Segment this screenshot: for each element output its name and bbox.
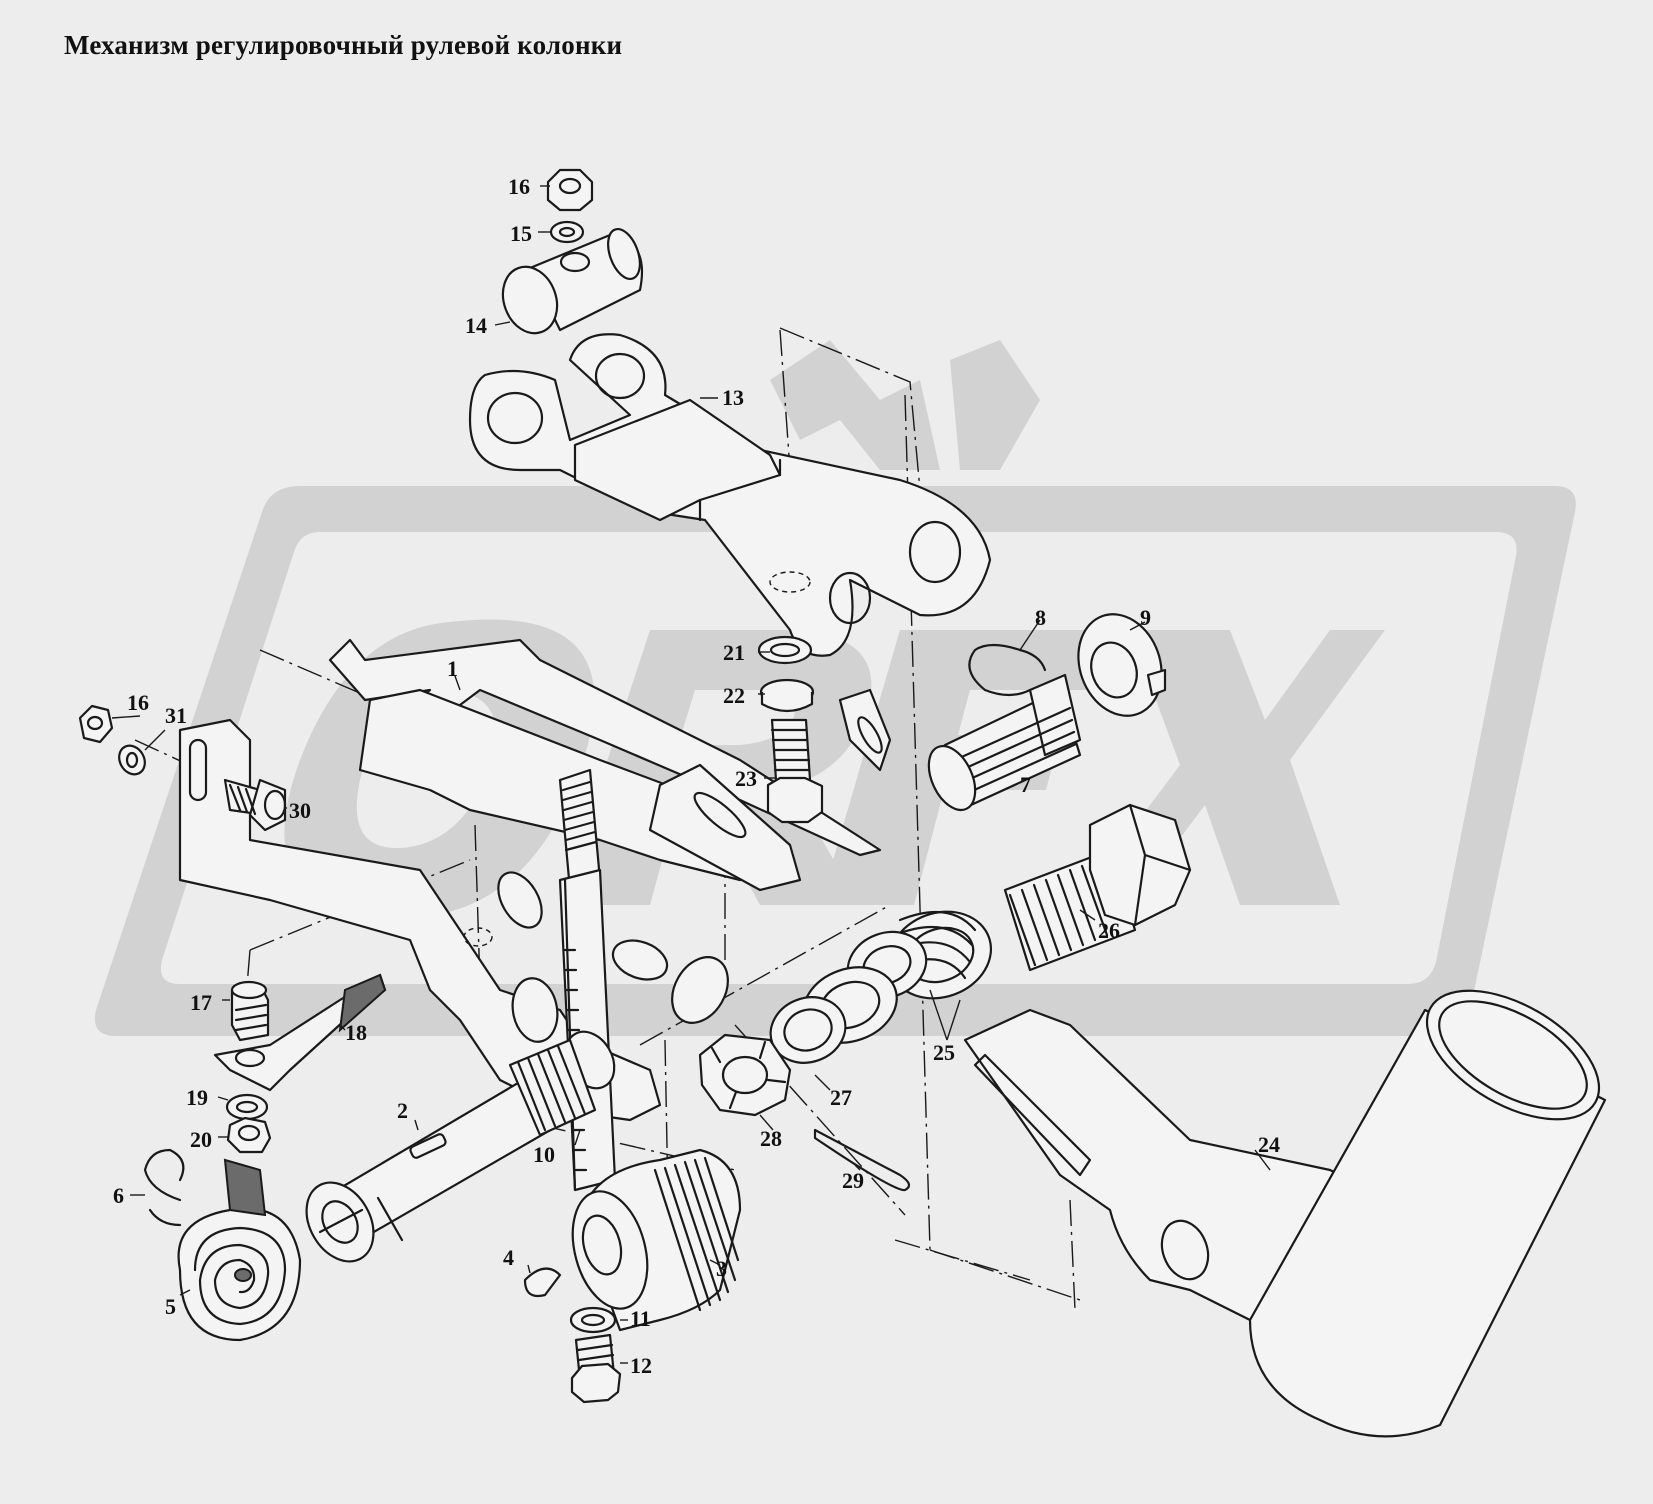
callout-2: 2 xyxy=(397,1098,408,1123)
callout-24: 24 xyxy=(1258,1132,1280,1157)
part-22-bushing[interactable] xyxy=(759,678,815,713)
callout-28: 28 xyxy=(760,1126,782,1151)
part-21-washer[interactable] xyxy=(757,635,813,665)
part-17-bolt[interactable] xyxy=(230,980,270,1042)
callout-21: 21 xyxy=(723,640,745,665)
callout-19: 19 xyxy=(186,1085,208,1110)
callout-3: 3 xyxy=(716,1256,727,1281)
diagram-title: Механизм регулировочный рулевой колонки xyxy=(64,30,623,60)
part-14-pin[interactable] xyxy=(494,225,646,341)
callout-20: 20 xyxy=(190,1127,212,1152)
part-6-circlip[interactable] xyxy=(143,1148,185,1227)
callout-11: 11 xyxy=(630,1306,651,1331)
callout-26: 26 xyxy=(1098,918,1120,943)
part-26-big-bolt[interactable] xyxy=(1003,803,1192,972)
callout-10: 10 xyxy=(533,1142,555,1167)
part-30-bolt[interactable] xyxy=(223,778,287,832)
callout-27: 27 xyxy=(830,1085,852,1110)
part-15-washer[interactable] xyxy=(549,220,585,244)
callout-labels: 16 15 14 13 1 21 22 23 8 9 26 25 27 28 2… xyxy=(113,174,1280,1378)
part-9-lock-washer[interactable] xyxy=(1065,602,1176,727)
callout-31: 31 xyxy=(165,703,187,728)
part-20-nut[interactable] xyxy=(226,1116,272,1154)
callout-9: 9 xyxy=(1140,605,1151,630)
part-23-bolt[interactable] xyxy=(766,718,824,824)
part-11-washer[interactable] xyxy=(569,1306,617,1334)
part-2-shaft[interactable] xyxy=(293,1038,597,1273)
part-16-nut-left[interactable] xyxy=(78,704,114,744)
part-24-column-tube[interactable] xyxy=(963,964,1620,1438)
part-18-clamp[interactable] xyxy=(213,973,387,1092)
part-4-key[interactable] xyxy=(523,1267,562,1298)
callout-16-left: 16 xyxy=(127,690,149,715)
callout-12: 12 xyxy=(630,1353,652,1378)
callout-15: 15 xyxy=(510,221,532,246)
callout-8: 8 xyxy=(1035,605,1046,630)
slotted-arm[interactable] xyxy=(648,688,892,892)
callout-6: 6 xyxy=(113,1183,124,1208)
part-13-bracket[interactable] xyxy=(468,333,992,657)
callout-23: 23 xyxy=(735,766,757,791)
callout-16-top: 16 xyxy=(508,174,530,199)
callout-22: 22 xyxy=(723,683,745,708)
part-31-washer-left[interactable] xyxy=(114,741,150,779)
callout-1: 1 xyxy=(447,656,458,681)
callout-18: 18 xyxy=(345,1020,367,1045)
callout-30: 30 xyxy=(289,798,311,823)
part-3-sleeve[interactable] xyxy=(561,1148,742,1332)
part-7-splined-shaft[interactable] xyxy=(920,673,1082,817)
callout-14: 14 xyxy=(465,313,487,338)
callout-25: 25 xyxy=(933,1040,955,1065)
watermark-logo xyxy=(94,340,1576,1036)
part-16-nut-top[interactable] xyxy=(546,168,594,212)
callout-17: 17 xyxy=(190,990,212,1015)
callout-5: 5 xyxy=(165,1294,176,1319)
part-8-snap-ring[interactable] xyxy=(968,643,1047,697)
callout-7: 7 xyxy=(1020,772,1031,797)
callout-13: 13 xyxy=(722,385,744,410)
retaining-clips xyxy=(463,871,729,1090)
part-12-plug[interactable] xyxy=(570,1333,622,1404)
callout-29: 29 xyxy=(842,1168,864,1193)
part-28-castle-nut[interactable] xyxy=(698,1033,792,1117)
part-19-washer[interactable] xyxy=(225,1093,269,1121)
leader-lines xyxy=(111,185,1271,1364)
part-5-spring[interactable] xyxy=(177,1158,302,1342)
callout-4: 4 xyxy=(503,1245,514,1270)
part-29-cotter-pin[interactable] xyxy=(813,1128,911,1192)
